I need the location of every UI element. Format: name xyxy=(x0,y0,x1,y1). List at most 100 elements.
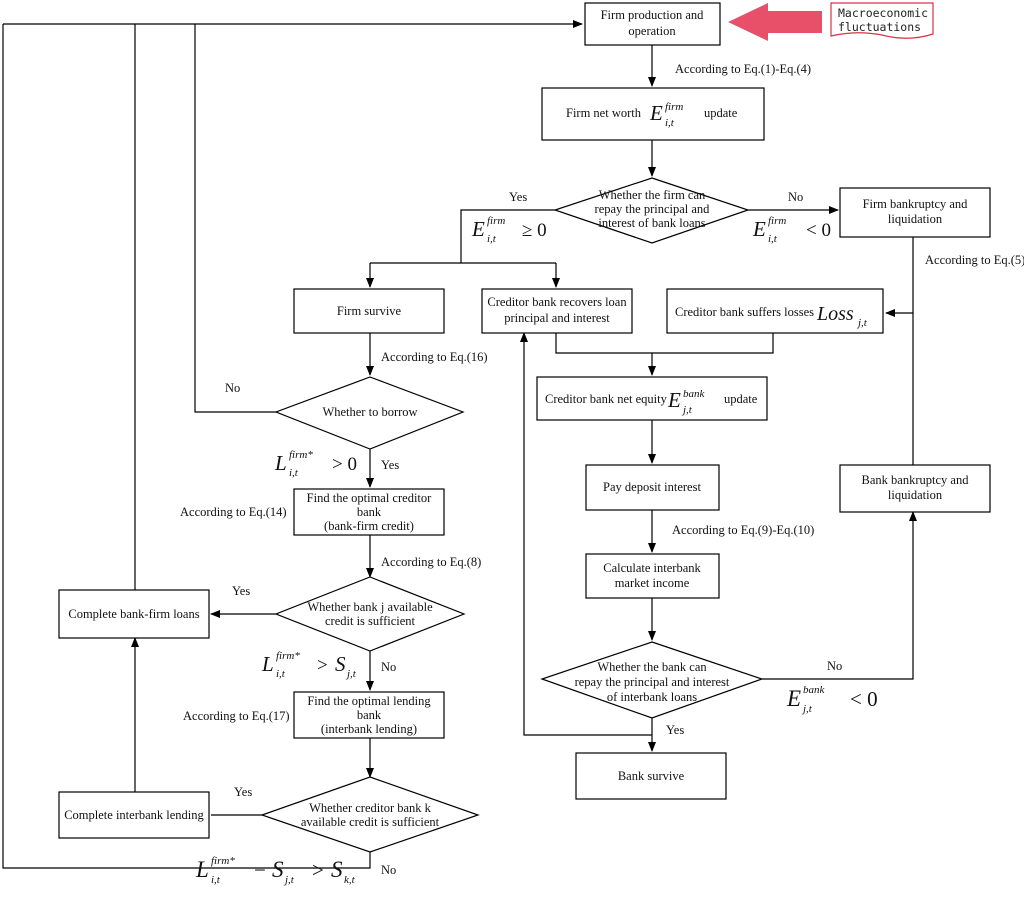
node-creditor-losses: Creditor bank suffers losses Loss j,t xyxy=(666,288,884,334)
cond-borrow-L-sup: firm* xyxy=(289,449,313,461)
cond-no-lt0: < 0 xyxy=(806,220,831,241)
edge-repay-yes xyxy=(460,209,555,263)
cond-borrow-gt0: > 0 xyxy=(332,454,357,475)
bank-survive-label: Bank survive xyxy=(618,769,685,783)
creditor-equity-label: Creditor bank net equity xyxy=(545,392,668,406)
macro-line-1: Macroeconomic xyxy=(838,6,928,20)
label-repay-no: No xyxy=(788,190,803,204)
firm-net-worth-label: Firm net worth xyxy=(566,106,642,120)
node-bank-survive: Bank survive xyxy=(575,752,727,800)
label-k-yes: Yes xyxy=(234,785,252,799)
node-whether-borrow: Whether to borrow xyxy=(274,376,465,450)
label-eq1-4: According to Eq.(1)-Eq.(4) xyxy=(675,62,811,76)
cond-k-L-sub: i,t xyxy=(211,874,221,886)
firm-production-line-1: Firm production and xyxy=(601,8,705,22)
cond-yes-E-sup: firm xyxy=(487,215,505,227)
find-lending-line-3: (interbank lending) xyxy=(321,722,417,736)
find-lending-line-1: Find the optimal lending xyxy=(307,694,431,708)
math-labels: E firm i,t ≥ 0 E firm i,t < 0 L firm* i,… xyxy=(195,215,878,886)
bank-repay-line-3: of interbank loans xyxy=(607,690,697,704)
bank-k-line-1: Whether creditor bank k xyxy=(309,801,432,815)
find-creditor-line-3: (bank-firm credit) xyxy=(324,519,414,533)
label-eq16: According to Eq.(16) xyxy=(381,350,488,364)
edge-survive-loop xyxy=(520,332,652,736)
complete-loans-label: Complete bank-firm loans xyxy=(68,607,199,621)
label-eq9-10: According to Eq.(9)-Eq.(10) xyxy=(672,523,814,537)
firm-net-worth-update: update xyxy=(704,106,738,120)
creditor-losses-label: Creditor bank suffers losses xyxy=(675,305,814,319)
macro-input: Macroeconomic fluctuations xyxy=(728,2,934,41)
node-firm-can-repay: Whether the firm can repay the principal… xyxy=(553,177,750,244)
complete-interbank-label: Complete interbank lending xyxy=(64,808,204,822)
edge-labels: According to Eq.(1)-Eq.(4) Yes No Accord… xyxy=(180,62,1024,877)
cond-k-Sj: S xyxy=(272,857,284,882)
math-E-bank-sup: bank xyxy=(683,388,706,400)
cond-no-E-sup: firm xyxy=(768,215,786,227)
label-bankrepay-yes: Yes xyxy=(666,723,684,737)
node-bank-bankruptcy: Bank bankruptcy and liquidation xyxy=(839,464,991,513)
label-bankrepay-no: No xyxy=(827,659,842,673)
label-k-no: No xyxy=(381,863,396,877)
label-j-no: No xyxy=(381,660,396,674)
node-bank-k-sufficient: Whether creditor bank k available credit… xyxy=(260,776,480,853)
cond-j-S: S xyxy=(335,652,346,676)
cond-k-Sk-sub: k,t xyxy=(344,874,356,886)
cond-no-E: E xyxy=(752,217,766,241)
find-lending-line-2: bank xyxy=(357,708,382,722)
cond-j-L: L xyxy=(261,652,274,676)
can-repay-line-1: Whether the firm can xyxy=(599,188,706,202)
cond-bank-E-sub: j,t xyxy=(801,703,813,715)
creditor-recovers-line-1: Creditor bank recovers loan xyxy=(487,295,627,309)
cond-bank-E-sup: bank xyxy=(803,684,826,696)
connectors xyxy=(2,20,917,869)
firm-bankruptcy-line-2: liquidation xyxy=(888,212,943,226)
label-repay-yes: Yes xyxy=(509,190,527,204)
find-creditor-line-2: bank xyxy=(357,505,382,519)
node-complete-loans: Complete bank-firm loans xyxy=(58,589,210,639)
macro-fluctuations-box xyxy=(830,2,934,39)
big-arrow-left xyxy=(728,3,822,41)
math-E-firm-base: E xyxy=(649,101,663,125)
edge-firm-bankruptcy-to-losses xyxy=(885,237,914,317)
label-j-yes: Yes xyxy=(232,584,250,598)
cond-borrow-L-sub: i,t xyxy=(289,467,299,479)
node-firm-survive: Firm survive xyxy=(293,288,445,334)
can-repay-line-3: interest of bank loans xyxy=(598,216,705,230)
math-E-bank-base: E xyxy=(667,388,681,412)
edge-borrow-no xyxy=(194,24,276,413)
math-loss-sub: j,t xyxy=(856,317,868,329)
bank-repay-line-1: Whether the bank can xyxy=(597,660,707,674)
node-creditor-recovers: Creditor bank recovers loan principal an… xyxy=(481,288,633,334)
node-firm-production: Firm production and operation xyxy=(584,2,721,46)
calc-interbank-line-2: market income xyxy=(615,576,690,590)
edge-bankrepay-no xyxy=(762,511,917,680)
node-complete-interbank: Complete interbank lending xyxy=(58,791,210,839)
node-firm-net-worth: Firm net worth E firm i,t update xyxy=(541,87,765,141)
cond-k-L: L xyxy=(195,857,209,882)
cond-j-S-sub: j,t xyxy=(345,668,357,680)
cond-bank-lt0: < 0 xyxy=(850,687,878,711)
firm-production-line-2: operation xyxy=(628,24,676,38)
cond-yes-ge0: ≥ 0 xyxy=(522,220,547,241)
cond-borrow-L: L xyxy=(274,451,287,475)
cond-no-E-sub: i,t xyxy=(768,233,778,245)
node-bank-can-repay: Whether the bank can repay the principal… xyxy=(540,641,764,719)
pay-deposit-label: Pay deposit interest xyxy=(603,480,701,494)
cond-bank-E: E xyxy=(786,686,801,711)
math-loss-base: Loss xyxy=(816,303,854,325)
node-find-creditor: Find the optimal creditor bank (bank-fir… xyxy=(293,488,445,536)
can-repay-line-2: repay the principal and xyxy=(595,202,711,216)
cond-j-gt: > xyxy=(317,655,328,676)
cond-k-Sk: S xyxy=(331,857,343,882)
node-creditor-equity: Creditor bank net equity E bank j,t upda… xyxy=(536,376,768,421)
node-find-lending: Find the optimal lending bank (interbank… xyxy=(293,691,445,739)
math-E-bank-sub: j,t xyxy=(681,404,693,416)
node-firm-bankruptcy: Firm bankruptcy and liquidation xyxy=(839,187,991,238)
cond-j-L-sub: i,t xyxy=(276,668,286,680)
node-pay-deposit: Pay deposit interest xyxy=(585,464,720,511)
cond-j-L-sup: firm* xyxy=(276,650,300,662)
edge-merge xyxy=(555,333,774,354)
node-calc-interbank: Calculate interbank market income xyxy=(585,553,720,599)
